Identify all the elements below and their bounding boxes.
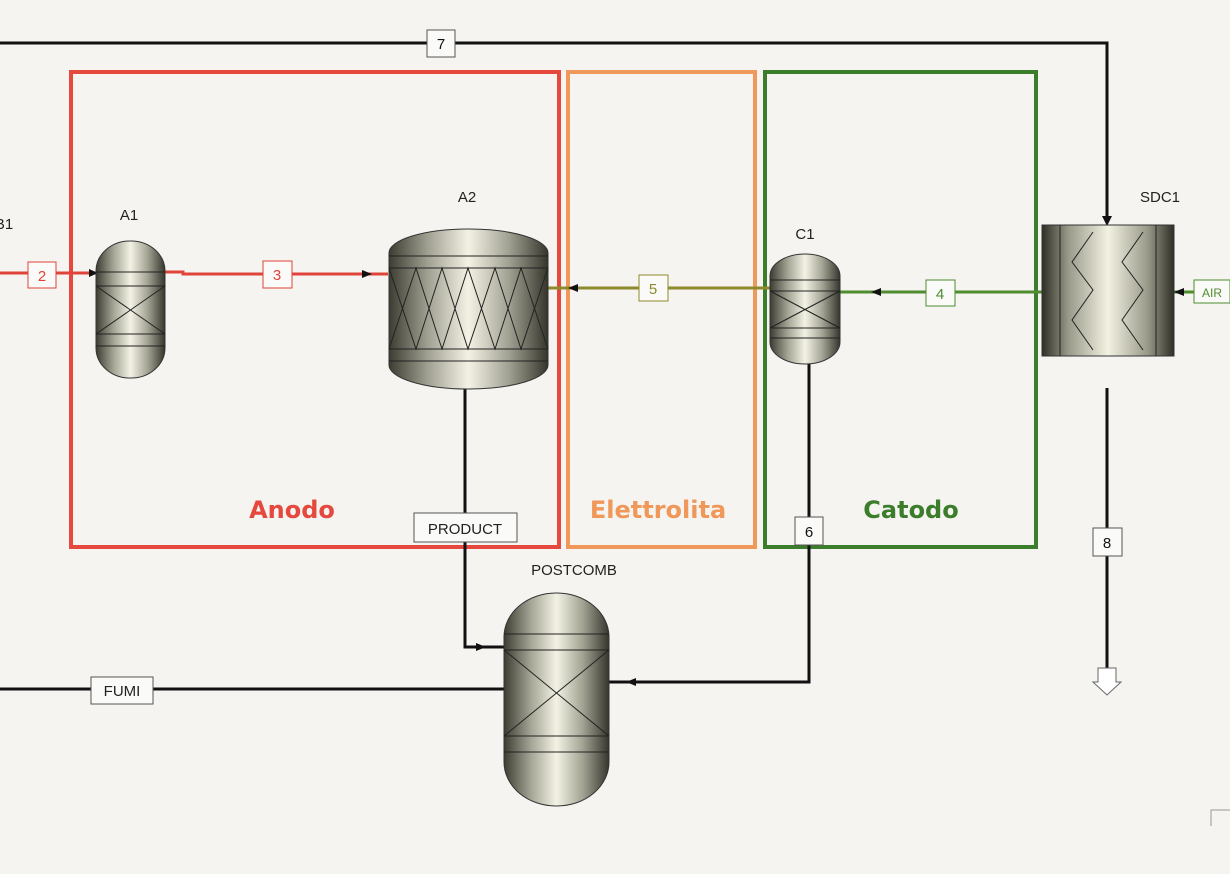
svg-text:3: 3 xyxy=(273,267,281,284)
svg-text:4: 4 xyxy=(936,286,944,303)
cathode-zone-label: Catodo xyxy=(863,496,958,524)
stream-5-arrow xyxy=(568,284,578,292)
svg-text:FUMI: FUMI xyxy=(104,683,141,700)
stream-7-arrow xyxy=(1102,216,1112,226)
a2-label: A2 xyxy=(458,189,476,206)
corner-mark xyxy=(1210,809,1230,826)
svg-text:5: 5 xyxy=(649,281,657,298)
stream-air-arrow xyxy=(1174,288,1184,296)
stream-4-arrow xyxy=(871,288,881,296)
cathode-zone-box xyxy=(763,70,1038,549)
stream-6-arrow xyxy=(626,678,636,686)
stream-product-arrow xyxy=(476,643,486,651)
b1-label: B1 xyxy=(0,216,13,233)
stream-air-tag[interactable]: AIR xyxy=(1193,279,1230,304)
stream-fumi-tag[interactable]: FUMI xyxy=(90,676,154,705)
svg-text:6: 6 xyxy=(805,524,813,541)
electrolyte-zone-label: Elettrolita xyxy=(590,496,726,524)
stream-3-tag[interactable]: 3 xyxy=(262,260,293,289)
stream-3-arrow xyxy=(362,270,372,278)
postcomb-label: POSTCOMB xyxy=(531,562,617,579)
sdc1-label: SDC1 xyxy=(1140,189,1180,206)
anode-zone-label: Anodo xyxy=(249,496,335,524)
svg-text:7: 7 xyxy=(437,36,445,53)
stream-2-arrow xyxy=(89,269,98,277)
c1-reactor[interactable] xyxy=(769,253,841,365)
svg-text:8: 8 xyxy=(1103,535,1111,552)
stream-6-line[interactable] xyxy=(609,363,811,684)
stream-7-line[interactable] xyxy=(0,41,1109,222)
a1-reactor[interactable] xyxy=(95,240,166,379)
sdc1-heat-exchanger[interactable] xyxy=(1041,224,1175,357)
stream-2-tag[interactable]: 2 xyxy=(27,261,57,289)
anode-zone-box xyxy=(69,70,561,549)
electrolyte-zone-box xyxy=(566,70,757,549)
stream-4-tag[interactable]: 4 xyxy=(925,279,956,307)
svg-text:AIR: AIR xyxy=(1202,286,1222,300)
stream-8-tag[interactable]: 8 xyxy=(1092,527,1123,557)
a1-label: A1 xyxy=(120,207,138,224)
stream-7-tag[interactable]: 7 xyxy=(426,29,456,58)
stream-product-tag[interactable]: PRODUCT xyxy=(413,512,518,543)
svg-text:PRODUCT: PRODUCT xyxy=(428,521,502,538)
stream-product-line[interactable] xyxy=(463,389,504,649)
postcomb-combustor[interactable] xyxy=(503,592,610,807)
stream-6-tag[interactable]: 6 xyxy=(794,516,824,546)
svg-text:2: 2 xyxy=(38,268,46,285)
a2-reactor[interactable] xyxy=(388,228,549,390)
outlet-arrow-icon xyxy=(1091,667,1123,696)
c1-label: C1 xyxy=(795,226,814,243)
stream-5-tag[interactable]: 5 xyxy=(638,274,669,302)
